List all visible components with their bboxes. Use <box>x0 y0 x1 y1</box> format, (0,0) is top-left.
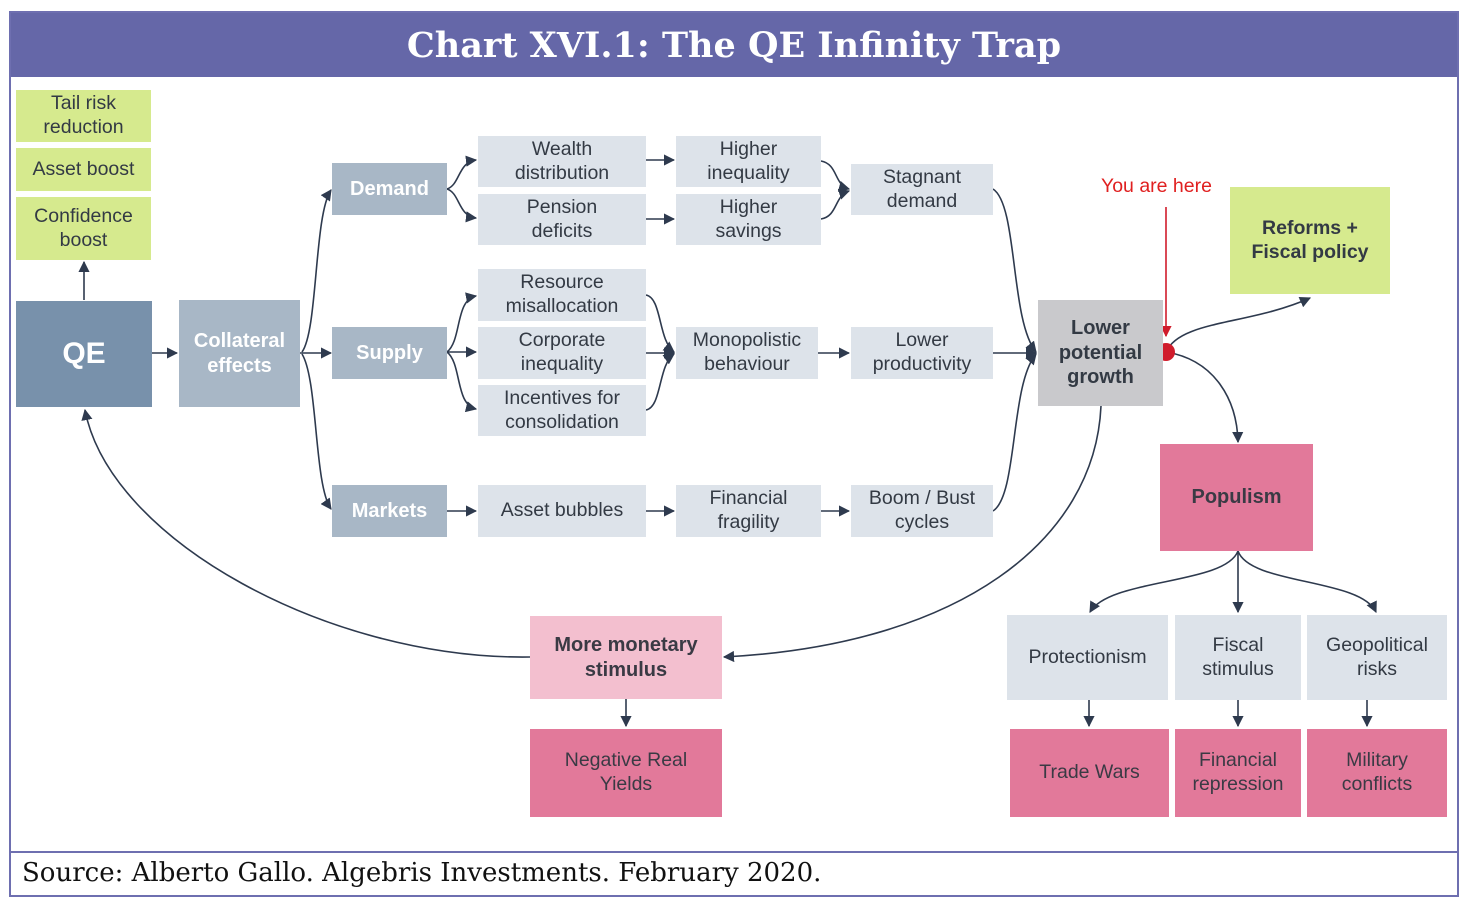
military-conflicts-box: Military conflicts <box>1307 729 1447 817</box>
arrow-populism-to-geopolitical <box>1237 550 1377 614</box>
markets-box: Markets <box>332 485 447 537</box>
arrow-supply-to-incentives <box>446 351 478 413</box>
arrow-here-to-reforms <box>1165 297 1312 353</box>
negative-real-yields-box: Negative Real Yields <box>530 729 722 817</box>
geopolitical-risks-box: Geopolitical risks <box>1307 615 1447 700</box>
arrow-collateral-to-demand <box>301 189 332 353</box>
arrow-stagnant-to-growth <box>992 188 1037 353</box>
arrow-boombust-to-growth <box>992 353 1037 512</box>
qe-box: QE <box>16 301 152 407</box>
wealth-distribution-box: Wealth distribution <box>478 136 646 187</box>
lower-productivity-box: Lower productivity <box>851 327 993 379</box>
arrow-here-to-populism <box>1165 351 1244 444</box>
arrow-incentives-to-monopolistic <box>645 353 675 411</box>
tail-risk-box: Tail risk reduction <box>16 90 151 142</box>
arrow-growth-to-monetary <box>722 405 1102 663</box>
arrow-populism-to-protectionism <box>1089 550 1239 613</box>
resource-misallocation-box: Resource misallocation <box>478 269 646 321</box>
arrow-collateral-to-markets <box>301 353 332 510</box>
confidence-boost-box: Confidence boost <box>16 197 151 260</box>
arrow-savings-to-stagnant <box>820 188 851 220</box>
demand-box: Demand <box>332 163 447 215</box>
asset-boost-box: Asset boost <box>16 148 151 191</box>
monopolistic-behaviour-box: Monopolistic behaviour <box>676 327 818 379</box>
reforms-fiscal-box: Reforms + Fiscal policy <box>1230 187 1390 294</box>
source-note: Source: Alberto Gallo. Algebris Investme… <box>22 858 822 888</box>
financial-fragility-box: Financial fragility <box>676 485 821 537</box>
arrow-supply-to-resource <box>446 292 478 353</box>
footer-divider <box>11 851 1457 853</box>
arrow-resource-to-monopolistic <box>645 294 675 353</box>
arrow-inequality-to-stagnant <box>820 160 851 192</box>
supply-box: Supply <box>332 327 447 379</box>
populism-box: Populism <box>1160 444 1313 551</box>
higher-inequality-box: Higher inequality <box>676 136 821 187</box>
more-monetary-stimulus-box: More monetary stimulus <box>530 616 722 699</box>
pension-deficits-box: Pension deficits <box>478 194 646 245</box>
chart-frame <box>9 11 1459 897</box>
protectionism-box: Protectionism <box>1007 615 1168 700</box>
higher-savings-box: Higher savings <box>676 194 821 245</box>
corporate-inequality-box: Corporate inequality <box>478 327 646 379</box>
you-are-here-label: You are here <box>1101 175 1212 197</box>
incentives-consolidation-box: Incentives for consolidation <box>478 385 646 436</box>
asset-bubbles-box: Asset bubbles <box>478 485 646 537</box>
lower-potential-growth-box: Lower potential growth <box>1038 300 1163 406</box>
chart-title: Chart XVI.1: The QE Infinity Trap <box>11 13 1457 77</box>
stagnant-demand-box: Stagnant demand <box>851 164 993 215</box>
trade-wars-box: Trade Wars <box>1010 729 1169 817</box>
arrow-demand-to-wealth <box>446 155 478 190</box>
arrow-monetary-to-qe <box>81 408 531 658</box>
fiscal-stimulus-box: Fiscal stimulus <box>1175 615 1301 700</box>
boom-bust-box: Boom / Bust cycles <box>851 485 993 537</box>
collateral-effects-box: Collateral effects <box>179 300 300 407</box>
arrow-demand-to-pension <box>446 188 478 223</box>
financial-repression-box: Financial repression <box>1175 729 1301 817</box>
